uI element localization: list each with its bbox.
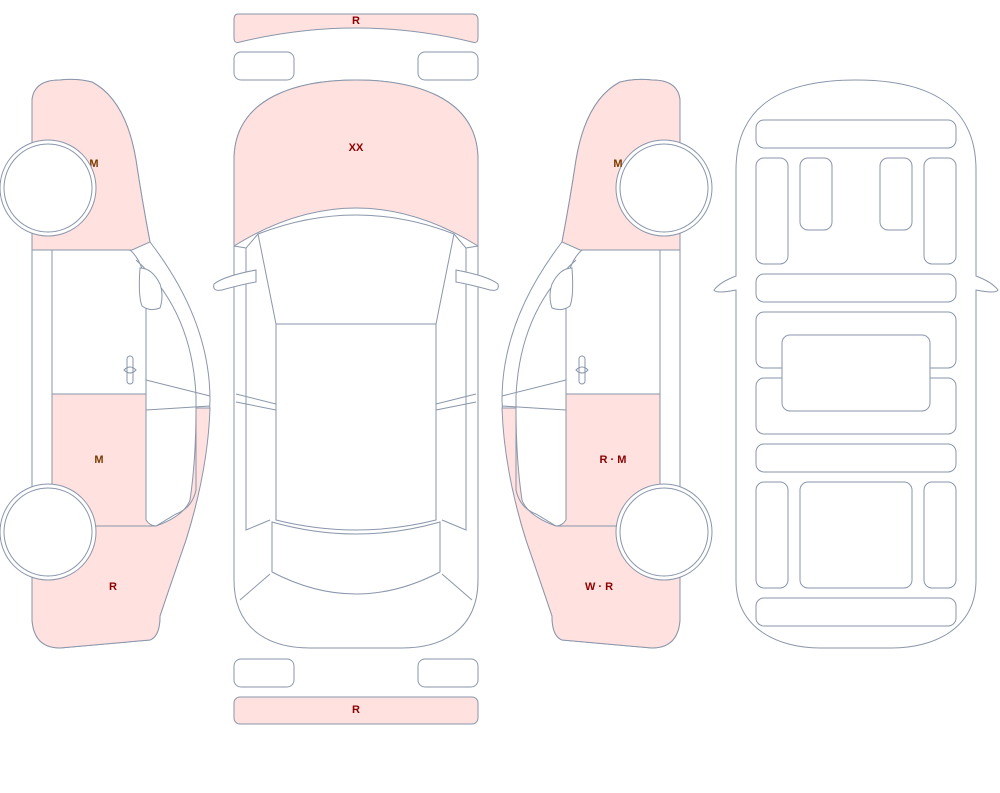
right-rear-edge (441, 573, 473, 601)
left-quarter-panel-mark: R (109, 581, 117, 593)
bonnet-mark: XX (349, 142, 364, 154)
right-rear-door-mark: R · M (600, 454, 627, 466)
left-side-view: M M R (0, 78, 211, 649)
underbody-right-front-rail[interactable] (923, 157, 957, 265)
left-handle-detail (123, 366, 137, 374)
underbody-rear-crossmember[interactable] (755, 443, 957, 473)
underbody-tunnel[interactable] (781, 334, 931, 412)
roof[interactable] (275, 323, 437, 531)
windshield[interactable] (257, 214, 455, 325)
left-beltline-lower (145, 405, 211, 411)
underbody-left-rear-rail[interactable] (755, 481, 789, 589)
underbody-trunk-floor[interactable] (799, 481, 913, 589)
right-pillar-line (441, 233, 467, 531)
underbody-rear-panel[interactable] (755, 597, 957, 627)
rear-bumper[interactable] (233, 696, 479, 725)
rear-window[interactable] (271, 521, 441, 595)
right-side-view (501, 78, 713, 649)
left-rear-wheel[interactable] (3, 487, 93, 577)
left-pillar-line (245, 233, 271, 531)
right-rear-wheel[interactable] (619, 487, 709, 577)
left-beltline-upper (145, 379, 211, 397)
left-taillight[interactable] (233, 658, 295, 688)
right-side-mirror[interactable] (549, 267, 574, 311)
right-mirror[interactable] (455, 269, 499, 291)
underbody-right-rear-rail[interactable] (923, 481, 957, 589)
underbody-right-inner-panel[interactable] (879, 157, 913, 231)
left-mirror[interactable] (213, 269, 257, 291)
right-quarter-panel[interactable] (501, 407, 681, 649)
left-door-handle[interactable] (126, 355, 134, 385)
right-quarter-panel-mark: W · R (585, 581, 613, 593)
left-side-mirror[interactable] (138, 267, 163, 311)
right-front-wheel[interactable] (619, 143, 709, 233)
underbody-left-inner-panel[interactable] (799, 157, 833, 231)
left-front-wheel[interactable] (3, 143, 93, 233)
right-window-line (515, 259, 577, 527)
underbody-view (713, 79, 999, 649)
front-bumper-mark: R (352, 15, 360, 27)
right-front-edge (465, 245, 479, 249)
right-taillight[interactable] (417, 658, 479, 688)
underbody-front-crossmember[interactable] (755, 119, 957, 149)
left-window-line (135, 259, 197, 527)
left-headlight[interactable] (233, 51, 295, 81)
left-rear-edge (239, 573, 271, 601)
right-b-pillar (435, 393, 477, 411)
rear-bumper-mark: R (352, 704, 360, 716)
left-b-pillar (235, 393, 277, 411)
left-rear-door-mark: M (94, 454, 103, 466)
right-handle-detail (575, 366, 589, 374)
left-front-fender-mark: M (89, 158, 98, 170)
left-quarter-panel[interactable] (31, 407, 211, 649)
front-bumper[interactable] (233, 13, 479, 43)
right-front-fender-mark: M (613, 158, 622, 170)
underbody-left-front-rail[interactable] (755, 157, 789, 265)
right-door-handle[interactable] (578, 355, 586, 385)
bonnet[interactable] (233, 79, 479, 247)
right-beltline-lower (501, 405, 567, 411)
right-beltline-upper (501, 379, 567, 397)
left-front-edge (233, 245, 247, 249)
top-view: R XX R (213, 13, 499, 725)
underbody-dash-panel[interactable] (755, 273, 957, 303)
right-headlight[interactable] (417, 51, 479, 81)
